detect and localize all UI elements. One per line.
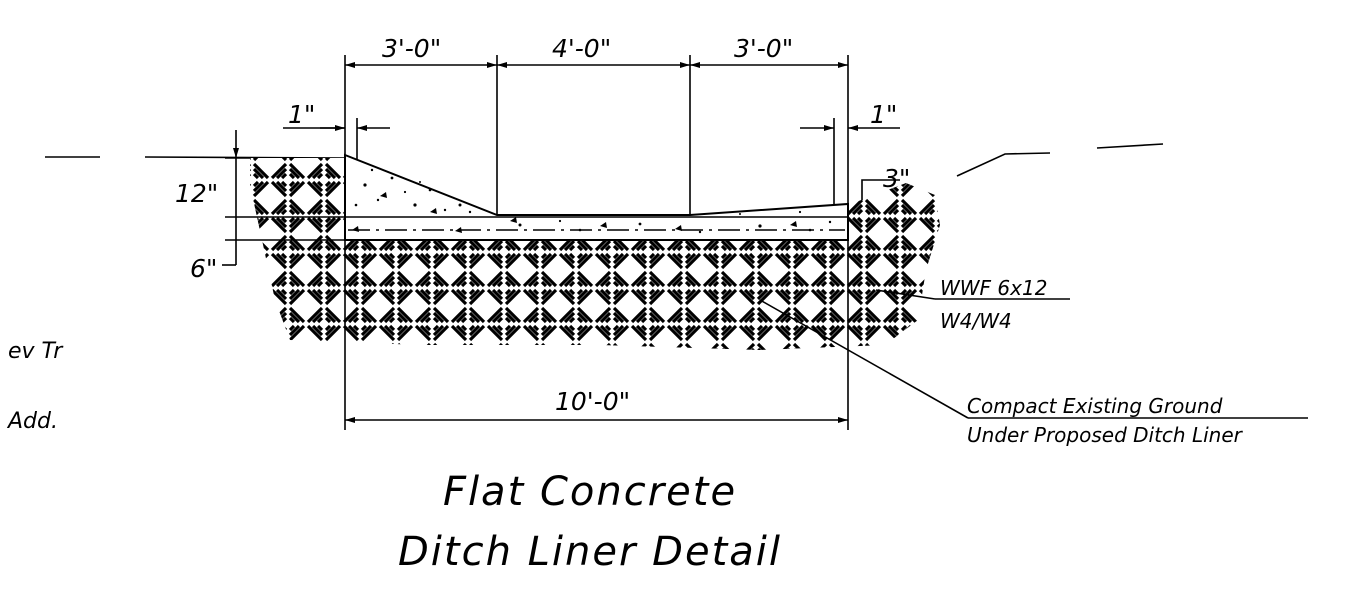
dim-top-left: 3'-0" [382,34,441,63]
wwf-leader [875,289,1070,300]
offset-dimensions [283,118,900,204]
title-line2: Ditch Liner Detail [398,529,782,575]
existing-ground-line [45,143,1164,177]
concrete-liner [344,153,849,241]
compacted-ground-hatch [250,158,940,350]
compact-ground-leader [759,299,1308,419]
side-text-line2: Add. [6,409,58,434]
note-wwf-line2: W4/W4 [940,309,1012,333]
depth-dimensions [222,130,345,266]
note-wwf-line1: WWF 6x12 [940,276,1047,300]
dim-edge-thickness: 3" [883,164,910,193]
dim-top-center: 4'-0" [552,34,611,63]
dim-offset-right: 1" [870,100,897,129]
dim-offset-left: 1" [288,100,315,129]
edge-thickness-dimension [861,179,900,200]
dim-depth-upper: 12" [175,179,218,208]
side-text-line1: ev Tr [8,339,64,364]
bottom-dimension-line [344,240,849,430]
concrete-stipple [352,168,832,234]
note-compact-line1: Compact Existing Ground [967,394,1223,418]
dim-bottom-total: 10'-0" [555,387,630,416]
dim-depth-lower: 6" [190,254,217,283]
title-line1: Flat Concrete [443,469,737,515]
note-compact-line2: Under Proposed Ditch Liner [967,423,1244,447]
dim-top-right: 3'-0" [734,34,793,63]
